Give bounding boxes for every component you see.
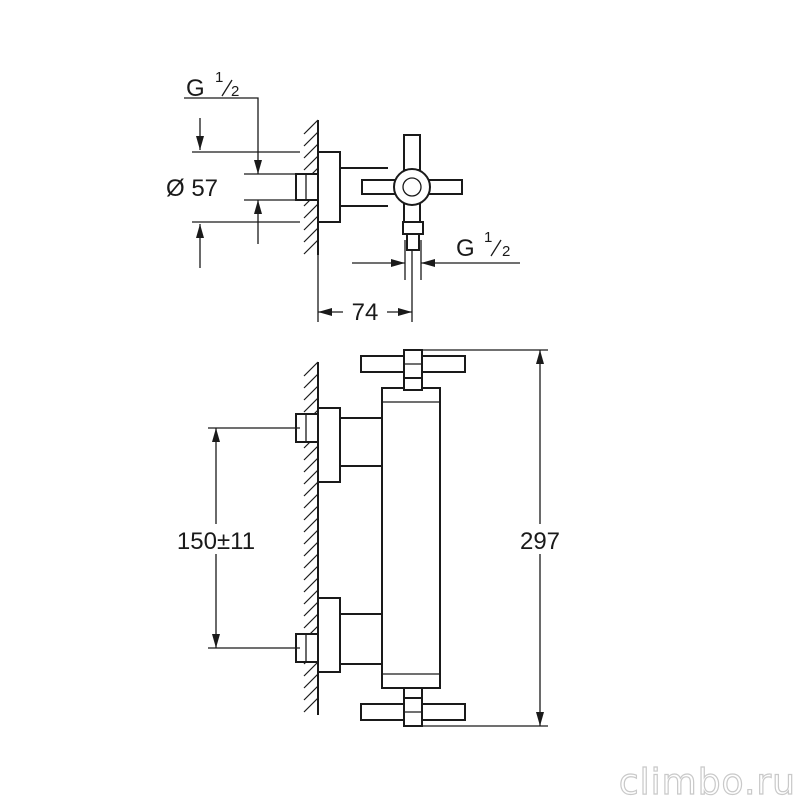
hatch-line [303,143,319,159]
hatch-line [303,517,319,533]
g-top-fraction-slash [221,79,233,97]
hatch-line [303,385,319,401]
top-outlet-collar [402,221,424,235]
height-label: 297 [520,528,560,555]
g-right-numerator: 1 [484,229,492,246]
watermark: climbo.ru [619,762,796,803]
hatch-line [303,373,319,389]
spacing-label-bg [160,524,272,554]
hatch-line [303,685,319,701]
front-thermostat-body [381,387,441,689]
diameter-label: Ø 57 [166,175,218,202]
g-right-arrow-left [391,259,405,267]
hatch-line [303,673,319,689]
hatch-line [303,661,319,677]
hatch-line [303,131,319,147]
hatch-line [303,361,319,377]
g-top-arrow-upper [196,136,204,150]
top-inlet-nipple [295,173,319,201]
height-label-bg [508,524,572,554]
height-arrow-top [536,350,544,364]
hatch-line [303,565,319,581]
hatch-line [303,203,319,219]
hatch-line [303,493,319,509]
top-view: G 1 2 Ø 57 G 1 2 74 [166,69,520,326]
g-top-arrow-lower [196,224,204,238]
hatch-line [303,505,319,521]
g-right-letter: G [456,235,475,262]
top-handle-cap [402,177,422,197]
hatch-line [303,613,319,629]
hatch-line [303,119,319,135]
dia-arrow-upper [254,160,262,174]
hatch-line [303,457,319,473]
depth-arrow-right [398,308,412,316]
dia-arrow-lower [254,200,262,214]
hatch-line [303,553,319,569]
front-lower-plate [317,597,341,673]
hatch-line [303,397,319,413]
top-handle-arm-right [425,179,463,195]
hatch-line [303,589,319,605]
top-wall-plate [317,151,341,223]
hatch-line [303,469,319,485]
top-handle-hub [393,168,431,206]
spacing-label: 150±11 [177,528,255,555]
hatch-line [303,239,319,255]
top-body-pipe [340,167,388,207]
g-top-leader [184,97,259,165]
g-right-arrow-right [421,259,435,267]
g-top-denominator: 2 [231,83,239,100]
hatch-line [303,227,319,243]
hatch-line [303,541,319,557]
hatch-line [303,445,319,461]
hatch-line [303,697,319,713]
height-arrow-bottom [536,712,544,726]
spacing-arrow-bottom [212,634,220,648]
g-right-denominator: 2 [502,243,510,260]
hatch-line [303,529,319,545]
g-top-letter: G [186,75,205,102]
top-handle-arm-left [361,179,396,195]
hatch-line [303,481,319,497]
depth-label-bg [343,298,387,322]
spacing-arrow-top [212,428,220,442]
g-top-numerator: 1 [215,69,223,86]
depth-label: 74 [352,299,379,326]
top-handle-arm-up [403,134,421,171]
front-view: 150±11 297 [160,349,572,727]
hatch-line [303,601,319,617]
top-outlet-thread [406,233,420,251]
depth-arrow-left [318,308,332,316]
front-upper-plate [317,407,341,483]
hatch-line [303,577,319,593]
g-right-fraction-slash [490,239,502,257]
hatch-line [303,215,319,231]
hatch-line [303,155,319,171]
